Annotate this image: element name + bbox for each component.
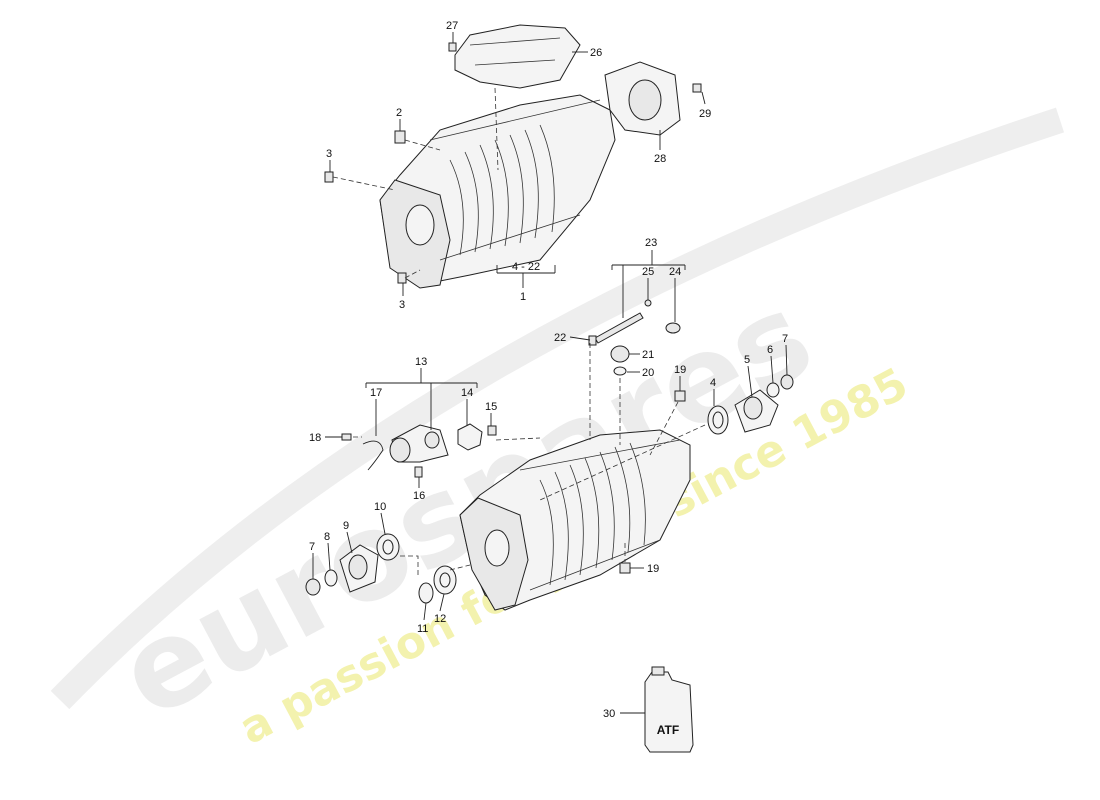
callout-19-lower: 19 — [647, 563, 659, 575]
callout-19-upper: 19 — [674, 364, 686, 376]
ring-part-11 — [418, 582, 434, 604]
plug-part-19-upper — [674, 390, 686, 402]
callout-3-upper: 3 — [326, 148, 332, 160]
callout-10: 10 — [374, 501, 386, 513]
callout-23: 23 — [645, 237, 657, 249]
callout-21: 21 — [642, 349, 654, 361]
lower-housing-bore — [484, 529, 510, 567]
callout-13: 13 — [415, 356, 427, 368]
callout-17: 17 — [370, 387, 382, 399]
callout-24: 24 — [669, 266, 681, 278]
pin-part-3-lower — [397, 272, 407, 284]
callout-12: 12 — [434, 613, 446, 625]
callout-25: 25 — [642, 266, 654, 278]
callout-2: 2 — [396, 107, 402, 119]
callout-16: 16 — [413, 490, 425, 502]
bolt-part-16 — [414, 466, 423, 478]
callout-11: 11 — [417, 623, 428, 635]
bolt-part-29 — [692, 83, 702, 93]
gasket-part-14 — [457, 423, 483, 451]
clip-part-17 — [362, 440, 384, 471]
oring-part-20 — [613, 366, 627, 376]
callout-29: 29 — [699, 108, 711, 120]
callout-26: 26 — [590, 47, 602, 59]
lower-housing-assembly — [305, 299, 794, 611]
callout-27: 27 — [446, 20, 458, 32]
watermark-brand: eurospares — [98, 267, 833, 746]
atf-label: ATF — [657, 723, 679, 737]
upper-housing-bore — [405, 204, 435, 246]
atf-container-cap — [651, 666, 665, 676]
callout-14: 14 — [461, 387, 473, 399]
plug-part-15 — [487, 425, 497, 436]
breather-tube-part-23 — [594, 312, 644, 344]
callout-9: 9 — [343, 520, 349, 532]
callout-4: 4 — [710, 377, 716, 389]
nut-part-7-left — [305, 578, 321, 596]
callout-8: 8 — [324, 531, 330, 543]
fitting-part-22 — [588, 335, 597, 346]
callout-30: 30 — [603, 708, 615, 720]
callout-4-22: 4 - 22 — [512, 261, 540, 273]
clamp-part-24 — [665, 322, 681, 334]
watermark-swoosh — [50, 107, 1065, 710]
cap-part-21 — [610, 345, 630, 363]
washer-part-8 — [324, 569, 338, 587]
callout-20: 20 — [642, 367, 654, 379]
callout-7-left: 7 — [309, 541, 315, 553]
callout-1: 1 — [520, 291, 526, 303]
upper-housing-assembly — [324, 24, 702, 289]
cover-part-26 — [454, 24, 581, 89]
plug-part-19-lower — [619, 562, 631, 574]
callout-6: 6 — [767, 344, 773, 356]
callout-15: 15 — [485, 401, 497, 413]
callout-leaders — [312, 32, 788, 714]
bolt-part-18 — [341, 433, 352, 441]
callout-18: 18 — [309, 432, 321, 444]
pin-part-3-upper — [324, 171, 334, 183]
washer-part-6 — [766, 382, 780, 398]
callout-labels: 26 27 28 29 2 3 3 4 - 22 1 23 25 24 22 2… — [309, 20, 788, 720]
callout-28: 28 — [654, 153, 666, 165]
callout-3-lower: 3 — [399, 299, 405, 311]
callout-7-right: 7 — [782, 333, 788, 345]
screw-part-27 — [448, 42, 457, 52]
atf-container-part-30: ATF — [644, 666, 694, 753]
bolt-part-2 — [394, 130, 406, 144]
callout-22: 22 — [554, 332, 566, 344]
plug-part-25 — [644, 299, 652, 307]
atf-container-body — [644, 671, 694, 753]
callout-5: 5 — [744, 354, 750, 366]
nut-part-7-right — [780, 374, 794, 390]
